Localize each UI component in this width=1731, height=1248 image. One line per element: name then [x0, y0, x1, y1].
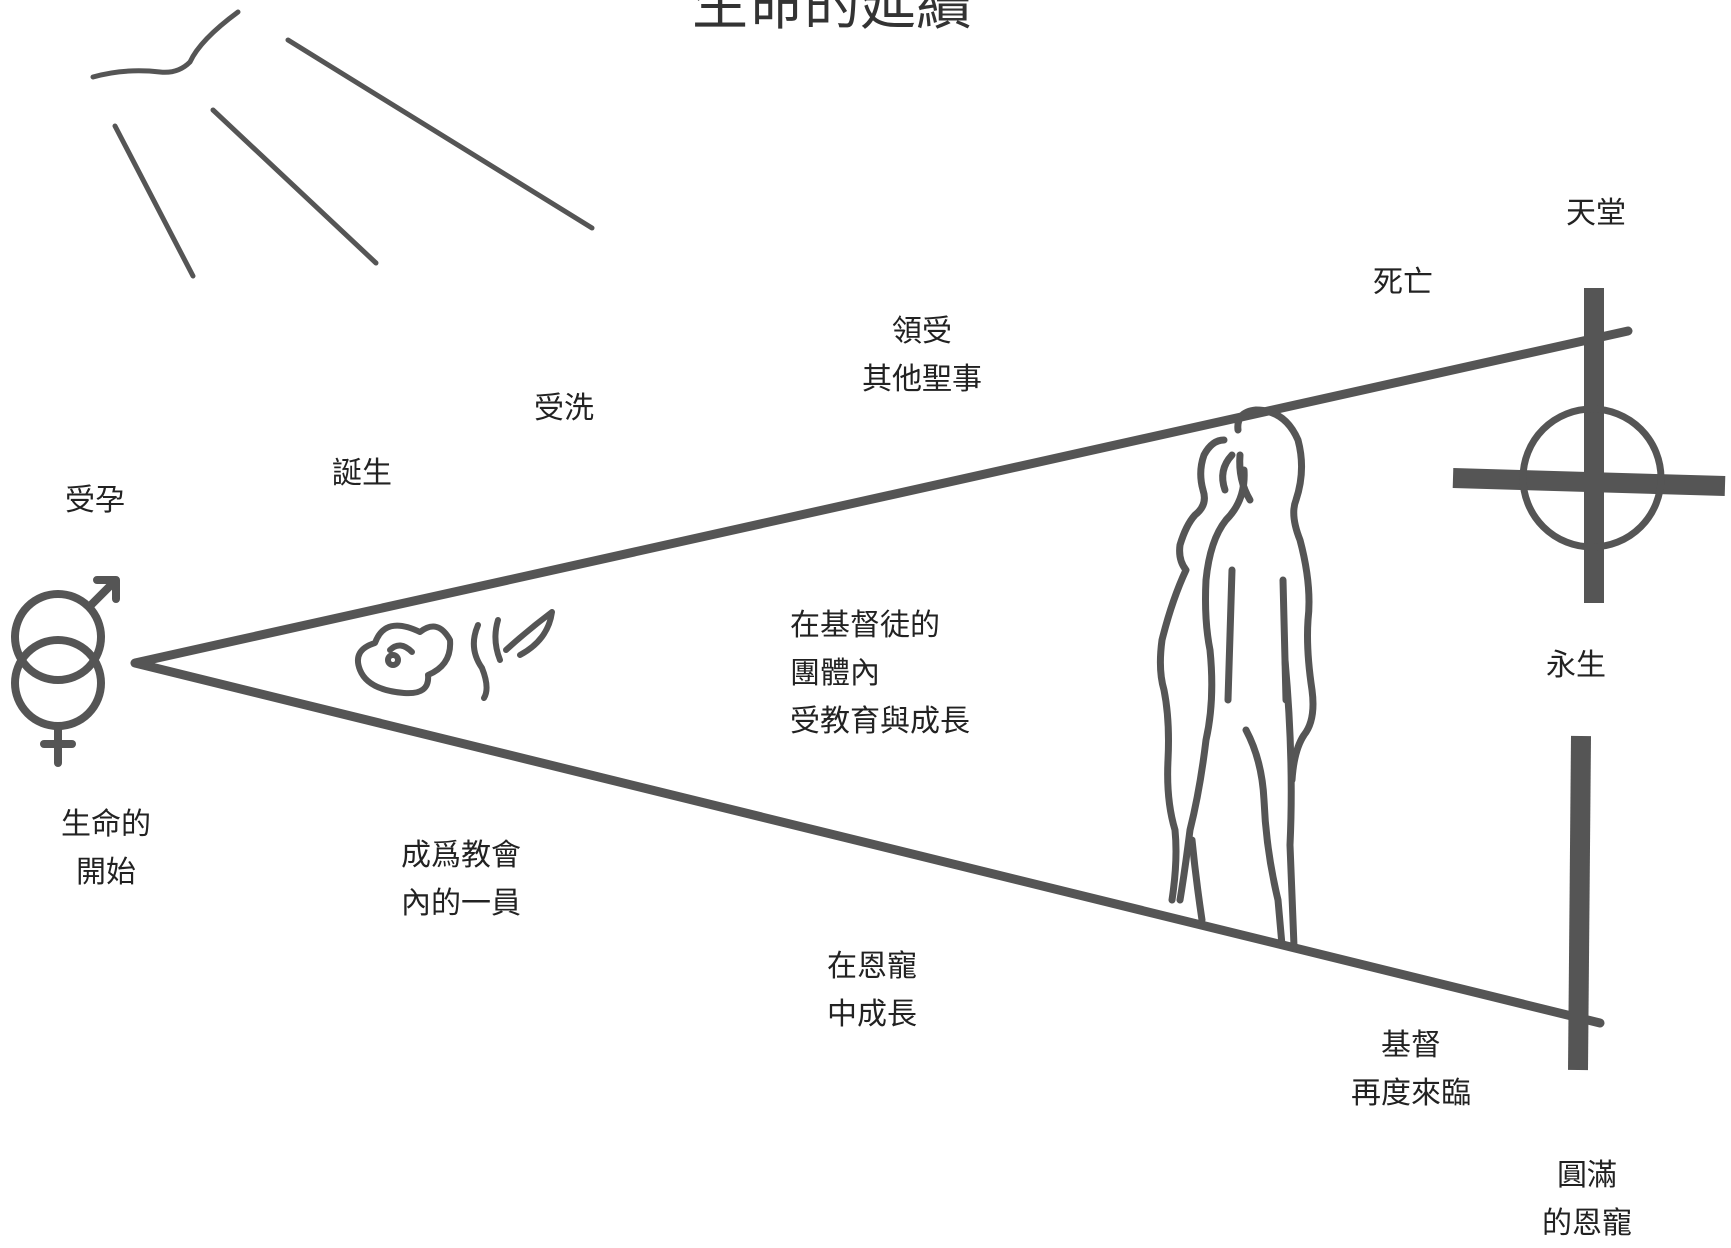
human-figures-icon [1156, 406, 1317, 950]
label-other-sacraments: 領受 其他聖事 [862, 314, 982, 397]
label-member-of-church: 成爲教會 內的一員 [401, 838, 521, 921]
cross-with-ring-icon [1452, 288, 1726, 1071]
label-conception: 受孕 [65, 483, 125, 518]
label-beginning-of-life: 生命的 開始 [61, 807, 151, 890]
light-ray-2 [210, 107, 379, 266]
label-heaven: 天堂 [1566, 196, 1626, 231]
male-female-symbol-icon [11, 576, 120, 767]
page-title: 生命的延續 [692, 0, 972, 38]
embryo-icon [354, 609, 555, 701]
life-cone [130, 326, 1633, 1028]
label-birth: 誕生 [332, 456, 392, 491]
label-fullness-of-grace: 圓滿 的恩寵 [1542, 1158, 1632, 1241]
label-death: 死亡 [1373, 265, 1433, 300]
label-eternal-life: 永生 [1546, 648, 1606, 683]
label-grow-in-grace: 在恩寵 中成長 [827, 949, 917, 1032]
light-ray-3 [285, 37, 595, 231]
dove-icon [90, 9, 241, 80]
light-ray-1 [112, 123, 196, 279]
label-second-coming: 基督 再度來臨 [1351, 1028, 1471, 1111]
label-baptism: 受洗 [534, 391, 594, 426]
label-community-growth: 在基督徒的 團體內 受教育與成長 [790, 608, 970, 739]
